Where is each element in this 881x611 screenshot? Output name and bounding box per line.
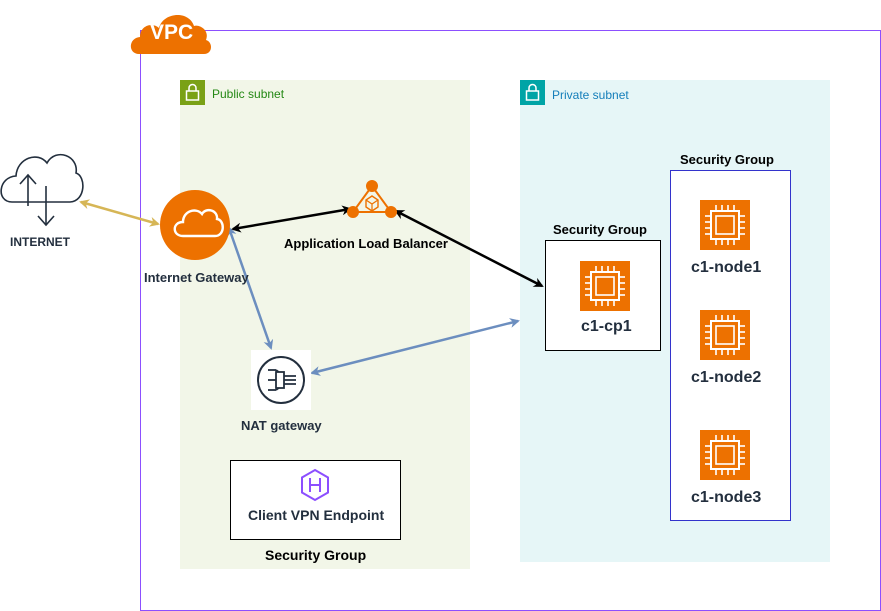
internet-gateway-icon [160,190,230,260]
alb-cp-connector [394,209,544,288]
nat-private-connector [310,318,520,376]
cloud-upload-download-icon [0,153,84,227]
load-balancer-icon [347,180,397,218]
vpn-hexagon-icon [301,468,329,502]
node3-chip-icon [699,429,751,481]
internet-igw-connector [79,199,160,227]
cp-security-group-label: Security Group [553,222,647,237]
internet-label: INTERNET [10,235,70,249]
worker-node-label: c1-node3 [691,489,762,506]
private-subnet-lock-icon [520,80,545,105]
internet-gateway-label: Internet Gateway [144,270,249,285]
igw-nat-connector [226,226,274,350]
cp-node-label: c1-cp1 [581,318,632,335]
vpc-cloud-icon [130,14,212,54]
alb-label: Application Load Balancer [284,236,448,251]
node1-chip-icon [699,199,751,251]
client-vpn-label: Client VPN Endpoint [248,507,385,523]
public-subnet-lock-icon [180,80,205,105]
igw-alb-connector [231,205,352,233]
nat-gateway-label: NAT gateway [241,418,322,433]
worker-security-group-label: Security Group [680,152,774,167]
client-vpn-security-group-label: Security Group [265,547,367,563]
public-subnet-label: Public subnet [212,87,285,101]
nat-gateway-icon [251,350,311,410]
cp-chip-icon [579,260,631,312]
worker-node-label: c1-node2 [691,369,762,386]
vpc-badge-label: VPC [150,21,194,44]
worker-node-label: c1-node1 [691,259,762,276]
node2-chip-icon [699,309,751,361]
private-subnet-label: Private subnet [552,88,629,102]
